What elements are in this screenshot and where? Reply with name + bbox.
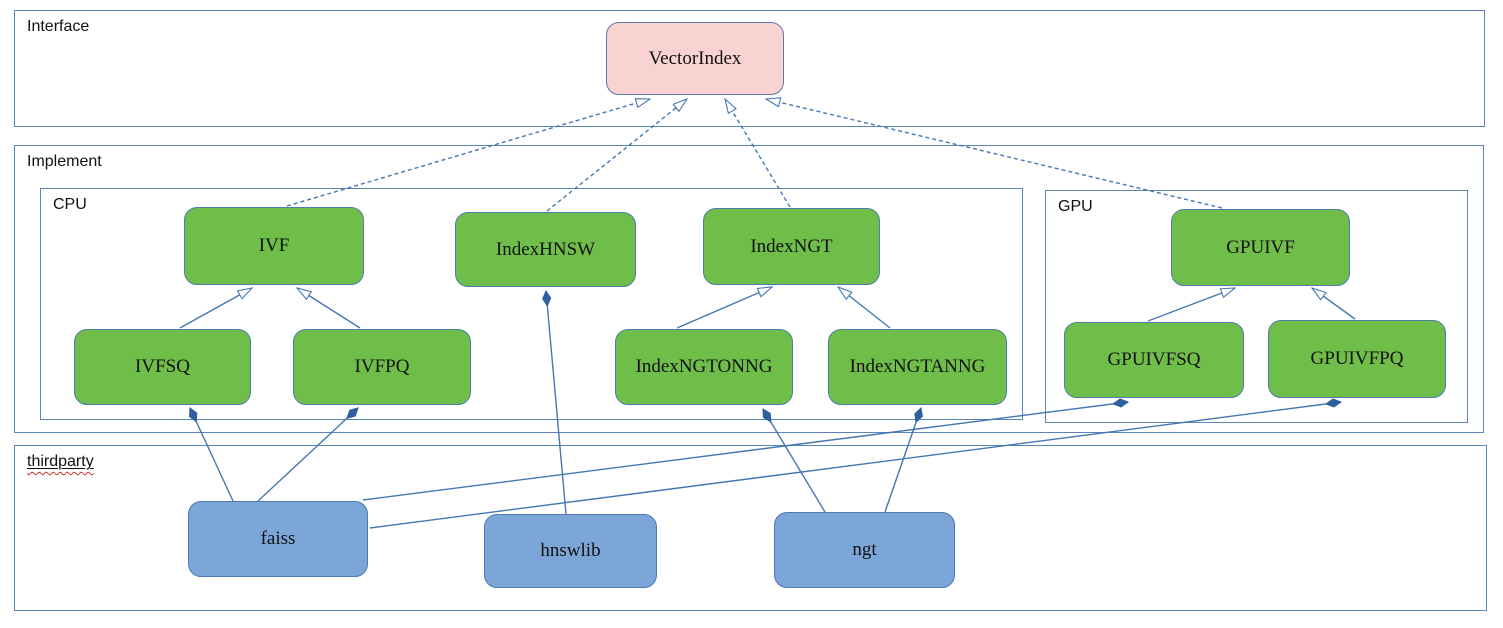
container-thirdparty-label: thirdparty [27, 453, 94, 470]
container-thirdparty[interactable]: thirdparty [14, 445, 1487, 611]
node-ivfpq[interactable]: IVFPQ [293, 329, 471, 405]
node-ivf-label: IVF [258, 235, 290, 256]
node-indexhnsw[interactable]: IndexHNSW [455, 212, 636, 287]
node-ivf[interactable]: IVF [184, 207, 364, 285]
node-gpuivfpq[interactable]: GPUIVFPQ [1268, 320, 1446, 398]
edge-ivf-vectorindex[interactable] [286, 99, 650, 207]
node-ivfsq[interactable]: IVFSQ [74, 329, 251, 405]
edge-gpuivfsq-gpuivf[interactable] [1147, 287, 1235, 322]
container-interface[interactable]: Interface [14, 10, 1485, 127]
node-indexngt-label: IndexNGT [750, 235, 833, 257]
node-ivfsq-label: IVFSQ [135, 356, 190, 377]
container-implement[interactable]: Implement [14, 145, 1484, 433]
node-indexngtanng[interactable]: IndexNGTANNG [828, 329, 1007, 405]
edge-ngt-indexngtanng[interactable] [884, 406, 923, 513]
node-gpuivfsq-label: GPUIVFSQ [1107, 349, 1201, 370]
edge-ivfpq-ivf[interactable] [297, 288, 361, 329]
node-vectorindex[interactable]: VectorIndex [606, 22, 784, 95]
edge-faiss-gpuivfsq[interactable] [362, 398, 1130, 501]
node-ngt-label: ngt [852, 539, 877, 560]
node-gpuivfpq-label: GPUIVFPQ [1310, 348, 1404, 369]
node-indexngt[interactable]: IndexNGT [703, 208, 880, 285]
node-indexngtonng[interactable]: IndexNGTONNG [615, 329, 793, 405]
node-gpuivf-label: GPUIVF [1226, 236, 1295, 258]
container-cpu[interactable]: CPU [40, 188, 1023, 420]
edge-hnswlib-indexhnsw[interactable] [542, 289, 567, 515]
container-implement-label: Implement [27, 153, 102, 170]
edge-indexngt-vectorindex[interactable] [725, 99, 791, 208]
edge-indexngtanng-indexngt[interactable] [838, 287, 891, 329]
node-gpuivfsq[interactable]: GPUIVFSQ [1064, 322, 1244, 398]
edge-ngt-indexngtonng[interactable] [762, 408, 826, 513]
node-ngt[interactable]: ngt [774, 512, 955, 588]
container-gpu[interactable]: GPU [1045, 190, 1468, 423]
edge-faiss-gpuivfpq[interactable] [369, 398, 1343, 529]
node-indexhnsw-label: IndexHNSW [495, 238, 596, 260]
edge-ivfsq-ivf[interactable] [179, 288, 252, 329]
edge-indexngtonng-indexngt[interactable] [676, 287, 772, 329]
container-interface-label: Interface [27, 18, 90, 35]
node-faiss[interactable]: faiss [188, 501, 368, 577]
node-indexngtanng-label: IndexNGTANNG [849, 356, 986, 377]
node-indexngtonng-label: IndexNGTONNG [635, 356, 773, 377]
edge-indexhnsw-vectorindex[interactable] [546, 99, 687, 212]
edge-gpuivf-vectorindex[interactable] [766, 99, 1223, 209]
node-hnswlib-label: hnswlib [540, 540, 601, 561]
edge-faiss-ivfsq[interactable] [189, 407, 234, 502]
edge-faiss-ivfpq[interactable] [257, 407, 359, 502]
node-vectorindex-label: VectorIndex [648, 47, 742, 69]
container-cpu-label: CPU [53, 196, 87, 213]
node-gpuivf[interactable]: GPUIVF [1171, 209, 1350, 286]
container-gpu-label: GPU [1058, 198, 1093, 215]
node-hnswlib[interactable]: hnswlib [484, 514, 657, 588]
node-faiss-label: faiss [260, 528, 296, 549]
node-ivfpq-label: IVFPQ [354, 356, 410, 377]
edge-gpuivfpq-gpuivf[interactable] [1312, 288, 1356, 320]
